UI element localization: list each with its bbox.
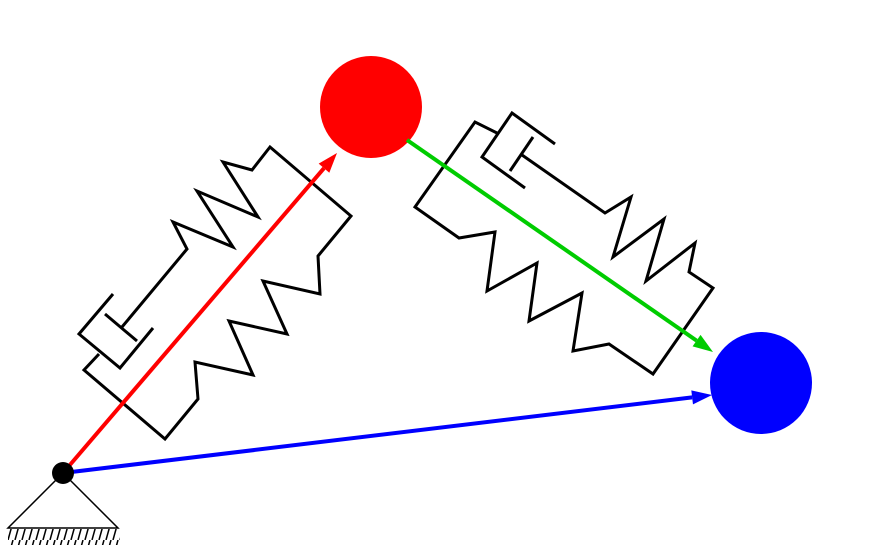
ground-support [6, 471, 120, 545]
vectors [61, 138, 713, 475]
damper-1-cylinder [76, 293, 155, 371]
vector-mass-1-to-mass-2-arrowhead [692, 334, 713, 352]
vector-pivot-to-mass-1-shaft [61, 166, 326, 475]
ground-hatching [8, 529, 120, 545]
spring-damper-1 [76, 144, 354, 442]
vector-pivot-to-mass-2-shaft [62, 395, 693, 475]
spring-1-frame [81, 144, 354, 442]
vector-pivot-to-mass-1-arrowhead [318, 153, 337, 173]
vector-mass-1-to-mass-2-shaft [405, 138, 698, 343]
pivot-point [52, 462, 74, 484]
vector-pivot-to-mass-2-arrowhead [691, 390, 712, 405]
damper-2-piston [508, 136, 535, 172]
damper-2-cylinder [479, 110, 556, 190]
ground-triangle [6, 471, 120, 529]
spring-damper-2 [412, 110, 716, 377]
mass-1 [320, 56, 422, 158]
damper-1-piston [104, 312, 138, 343]
mass-2 [710, 332, 812, 434]
spring-2-frame [412, 120, 716, 377]
